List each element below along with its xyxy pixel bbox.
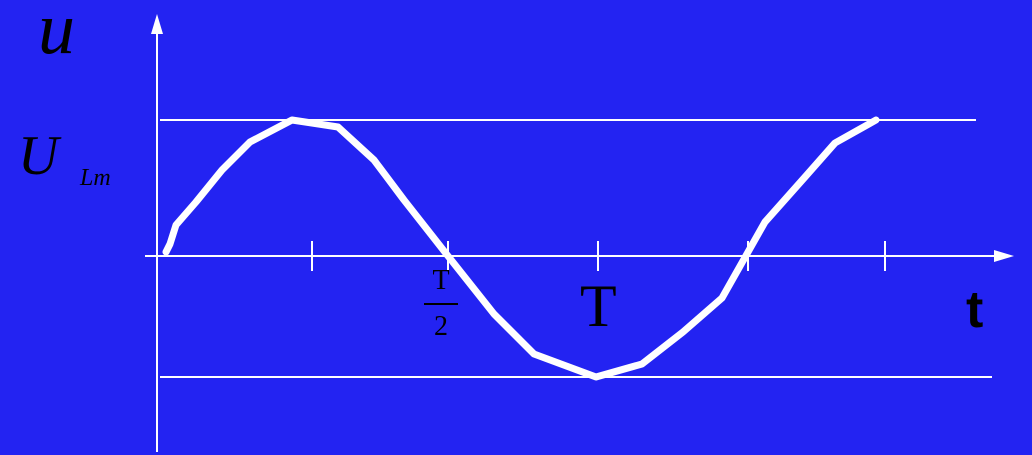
half-period-label: T 2 bbox=[418, 263, 464, 345]
amplitude-label: U Lm bbox=[18, 125, 111, 190]
fraction-bar bbox=[424, 303, 458, 305]
y-axis-arrow-icon bbox=[151, 14, 163, 34]
voltage-curve bbox=[162, 116, 880, 381]
period-label: T bbox=[580, 273, 617, 339]
amplitude-label-subscript: Lm bbox=[80, 165, 111, 191]
time-axis-label: t bbox=[966, 281, 984, 339]
half-period-denominator: 2 bbox=[434, 311, 448, 342]
x-axis-arrow-icon bbox=[994, 250, 1014, 262]
y-axis-symbol: u bbox=[38, 0, 75, 70]
amplitude-label-main: U bbox=[18, 125, 59, 187]
half-period-numerator: T bbox=[432, 265, 450, 296]
